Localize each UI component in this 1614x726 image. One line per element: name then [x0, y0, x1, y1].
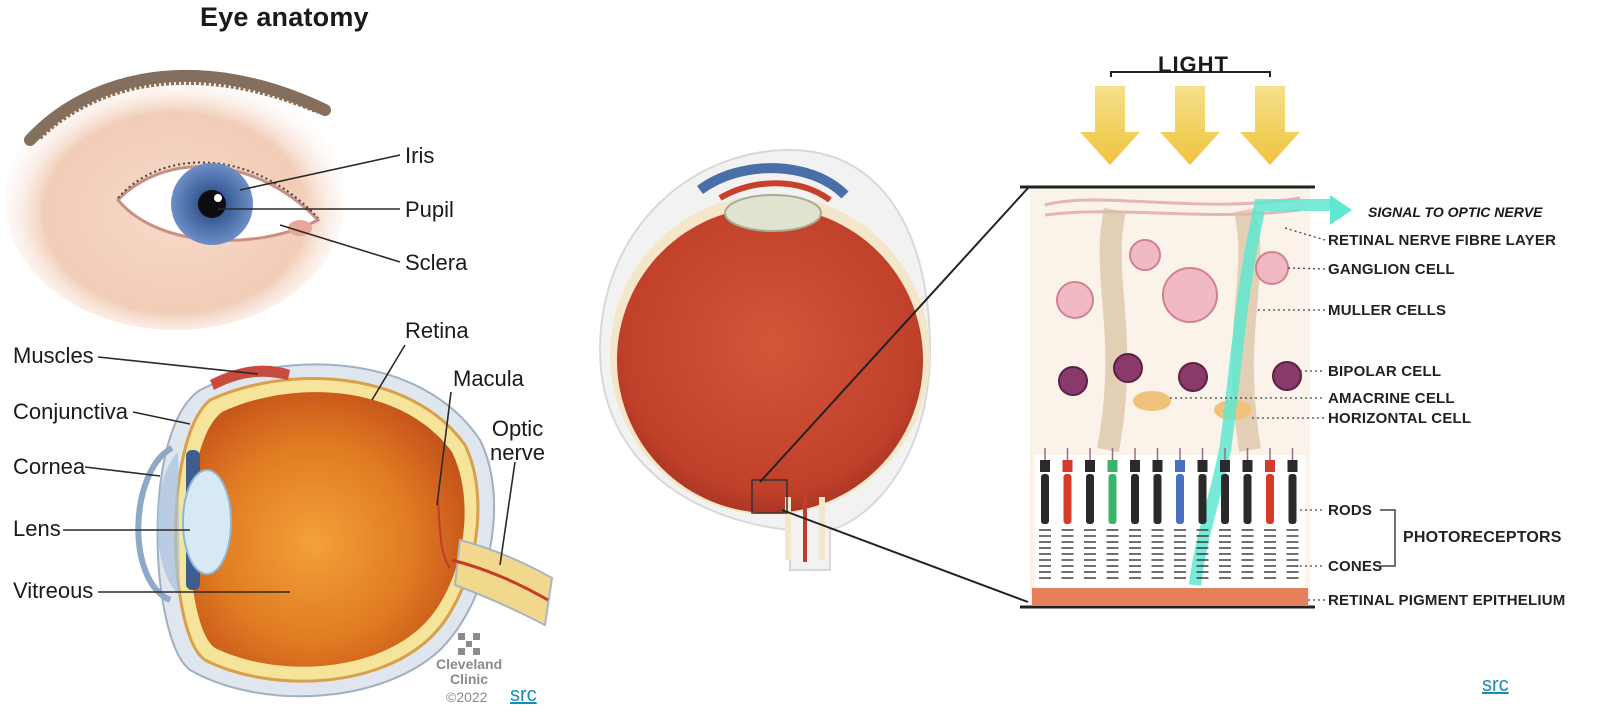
cleveland-clinic-wordmark: Cleveland Clinic: [436, 657, 502, 686]
logo-line2: Clinic: [436, 672, 502, 687]
label-ganglion-cell: GANGLION CELL: [1328, 262, 1455, 277]
eye-globe-illustration: [600, 150, 1028, 602]
light-arrows: [1080, 72, 1300, 165]
label-muller-cells: MULLER CELLS: [1328, 303, 1446, 318]
label-bipolar-cell: BIPOLAR CELL: [1328, 364, 1441, 379]
label-iris: Iris: [405, 145, 434, 167]
label-rods: RODS: [1328, 503, 1372, 518]
label-retinal-nerve-fibre-layer: RETINAL NERVE FIBRE LAYER: [1328, 233, 1556, 248]
label-signal-to-optic-nerve: SIGNAL TO OPTIC NERVE: [1368, 204, 1543, 220]
label-optic-nerve-line2: nerve: [490, 442, 545, 464]
copyright-text: ©2022: [446, 689, 487, 705]
retina-layers-panel: [1020, 187, 1352, 607]
photoreceptors-bracket: [1380, 510, 1395, 566]
diagram-title: Eye anatomy: [200, 2, 369, 33]
label-sclera: Sclera: [405, 252, 467, 274]
label-pupil: Pupil: [405, 199, 454, 221]
label-horizontal-cell: HORIZONTAL CELL: [1328, 411, 1471, 426]
cross-section-illustration: [138, 364, 552, 696]
label-photoreceptors: PHOTORECEPTORS: [1403, 530, 1562, 546]
label-amacrine-cell: AMACRINE CELL: [1328, 391, 1455, 406]
label-muscles: Muscles: [13, 345, 94, 367]
label-light: LIGHT: [1158, 52, 1229, 78]
label-cornea: Cornea: [13, 456, 85, 478]
label-macula: Macula: [453, 368, 524, 390]
left-src-link[interactable]: src: [510, 684, 537, 707]
label-conjunctiva: Conjunctiva: [13, 401, 128, 423]
label-retina: Retina: [405, 320, 469, 342]
right-src-link[interactable]: src: [1482, 674, 1509, 697]
logo-line1: Cleveland: [436, 657, 502, 672]
label-vitreous: Vitreous: [13, 580, 93, 602]
label-optic-nerve-line1: Optic: [490, 418, 545, 440]
label-cones: CONES: [1328, 559, 1382, 574]
cleveland-clinic-logo: [458, 633, 480, 655]
label-optic-nerve: Optic nerve: [490, 418, 545, 464]
front-eye-illustration: [5, 70, 345, 330]
label-lens: Lens: [13, 518, 61, 540]
label-retinal-pigment-epithelium: RETINAL PIGMENT EPITHELIUM: [1328, 593, 1565, 608]
